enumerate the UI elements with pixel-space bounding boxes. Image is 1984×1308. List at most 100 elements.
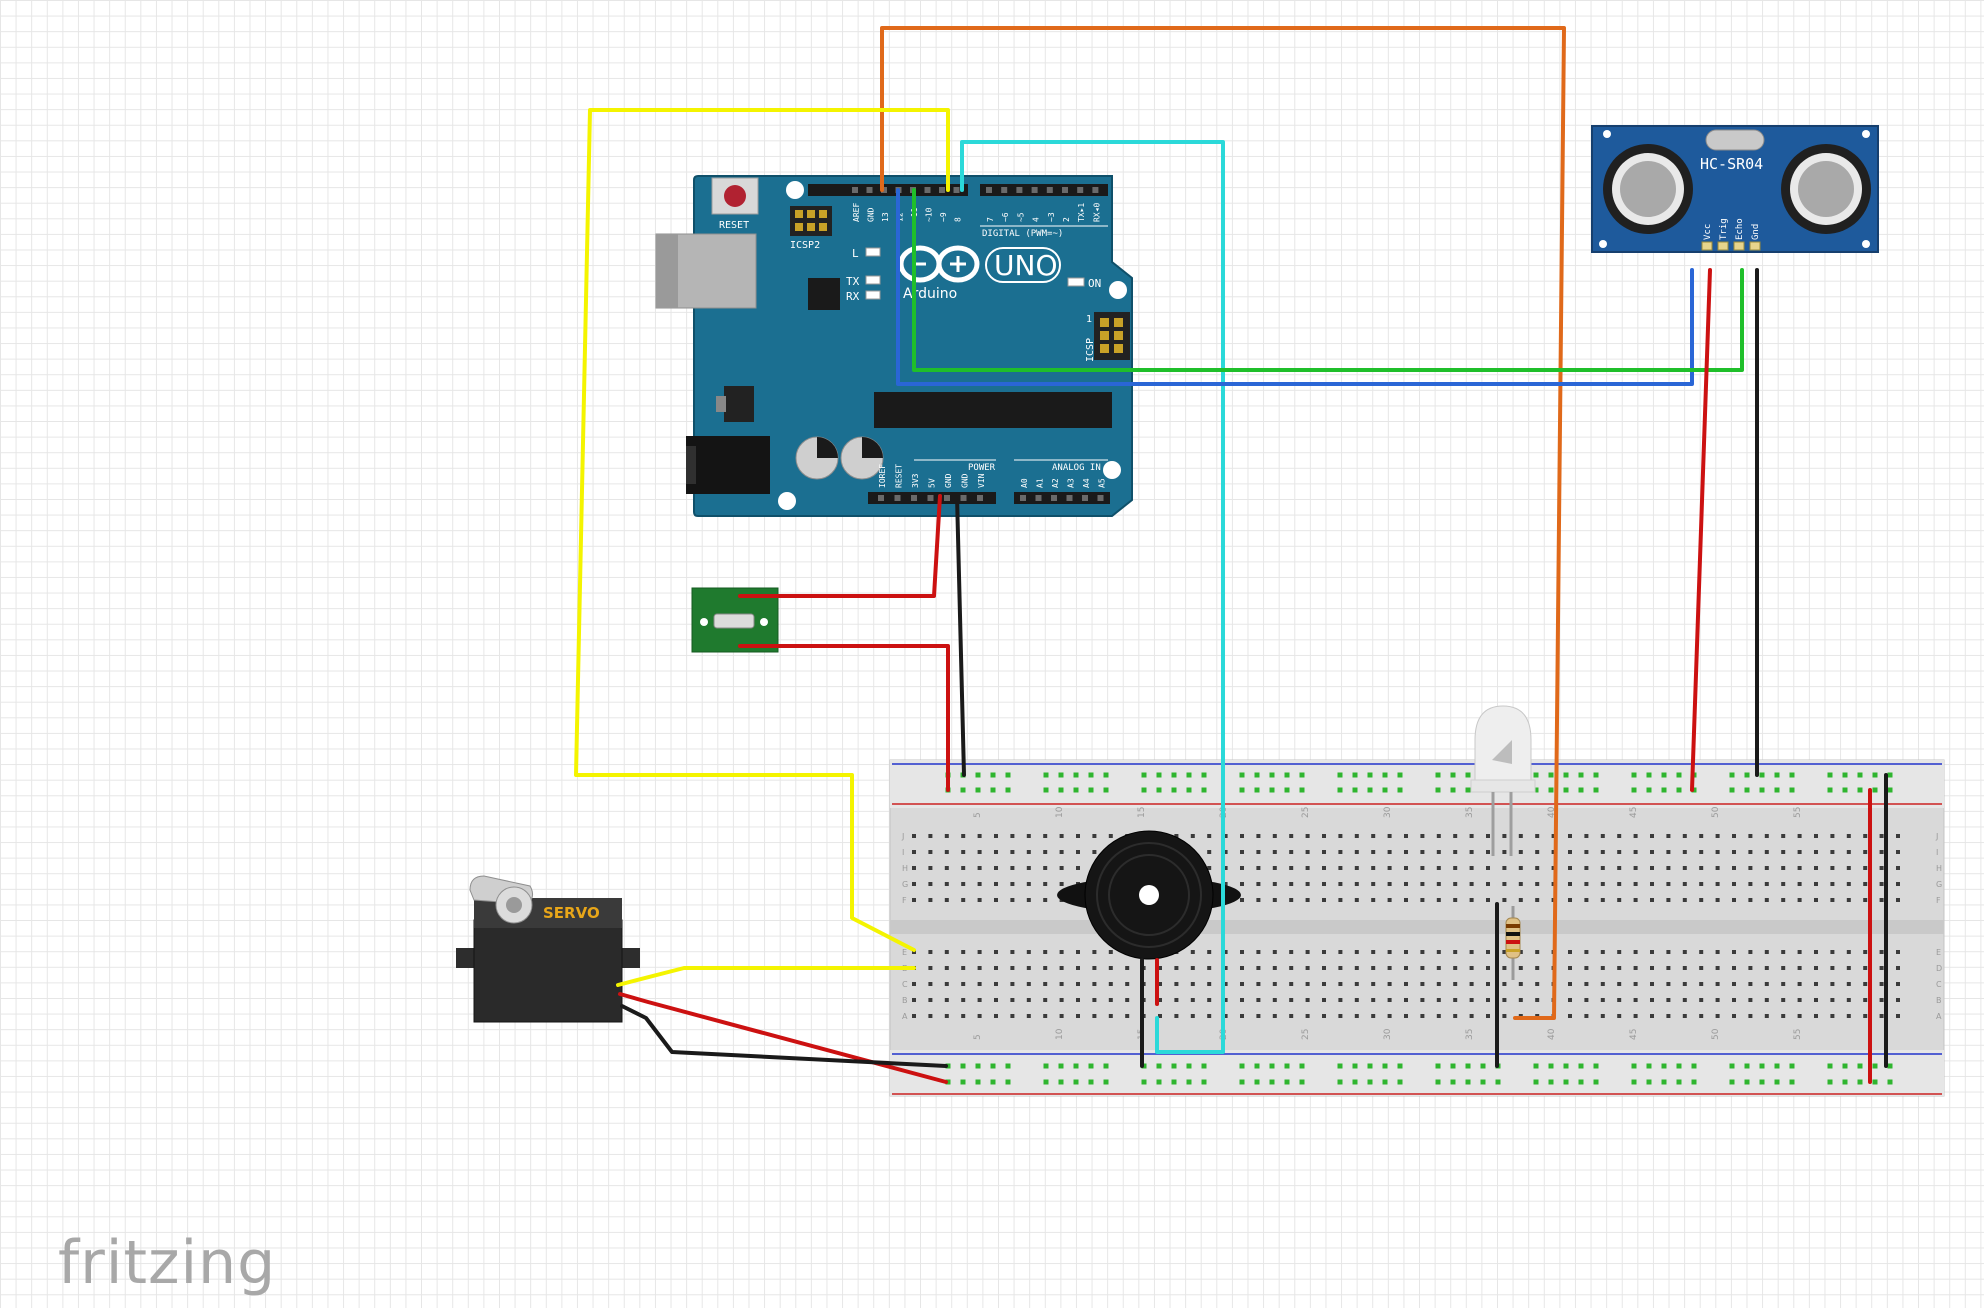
- breadboard-hole: [1322, 998, 1326, 1002]
- breadboard-hole: [1272, 950, 1277, 954]
- breadboard-hole: [1781, 882, 1786, 886]
- breadboard-hole: [1486, 998, 1490, 1002]
- breadboard-hole: [1699, 998, 1704, 1002]
- breadboard-hole: [1371, 982, 1376, 986]
- sensor-pin-label: Echo: [1735, 218, 1745, 240]
- breadboard-hole: [1256, 966, 1261, 970]
- row-letter: J: [901, 832, 904, 841]
- breadboard-hole: [1387, 966, 1392, 970]
- row-letter: H: [902, 864, 908, 873]
- breadboard-hole: [1600, 882, 1605, 886]
- breadboard-hole: [1371, 882, 1376, 886]
- breadboard-hole: [1896, 998, 1900, 1002]
- breadboard-hole: [1682, 834, 1687, 838]
- breadboard-hole: [1387, 850, 1392, 854]
- breadboard-hole: [944, 998, 949, 1002]
- breadboard-hole: [1207, 966, 1212, 970]
- rail-hole: [1759, 787, 1765, 793]
- breadboard-hole: [1059, 834, 1064, 838]
- model-label: UNO: [994, 249, 1057, 282]
- rail-hole: [1842, 1063, 1848, 1069]
- rail-hole: [1186, 787, 1192, 793]
- rail-hole: [1563, 1079, 1569, 1085]
- breadboard-hole: [1584, 866, 1589, 870]
- uno-badge: [985, 247, 1061, 283]
- breadboard-hole: [1732, 998, 1736, 1002]
- breadboard-hole: [1518, 950, 1523, 954]
- breadboard-hole: [1666, 998, 1671, 1002]
- breadboard-hole: [1240, 998, 1244, 1002]
- row-letter: F: [902, 896, 907, 905]
- breadboard-hole: [1699, 898, 1704, 902]
- breadboard-hole: [1600, 1014, 1605, 1018]
- breadboard-hole: [1436, 898, 1441, 902]
- mounting-hole: [778, 492, 796, 510]
- rail-hole: [1171, 787, 1177, 793]
- rail-hole: [1103, 772, 1109, 778]
- rail-hole: [1857, 1063, 1863, 1069]
- breadboard-hole: [1207, 1014, 1212, 1018]
- header-pin: [1077, 187, 1084, 193]
- breadboard-hole: [928, 898, 933, 902]
- breadboard-hole: [1076, 998, 1080, 1002]
- column-number: 5: [973, 1034, 983, 1040]
- rail-hole: [1661, 787, 1667, 793]
- servo-label: SERVO: [543, 904, 600, 922]
- breadboard-hole: [1535, 834, 1540, 838]
- rail-hole: [1337, 787, 1343, 793]
- digital-pin-label: 7: [986, 217, 995, 222]
- rail-hole: [1156, 772, 1162, 778]
- breadboard-hole: [994, 898, 998, 902]
- breadboard-hole: [1076, 850, 1080, 854]
- breadboard-hole: [1814, 998, 1818, 1002]
- breadboard-hole: [1633, 982, 1638, 986]
- digital-pin-label: 8: [954, 217, 963, 222]
- breadboard-hole: [1404, 950, 1408, 954]
- column-number: 40: [1547, 806, 1557, 818]
- rail-hole: [1827, 1063, 1833, 1069]
- row-letter: C: [1936, 980, 1942, 989]
- breadboard-hole: [1207, 950, 1212, 954]
- header-pin: [1016, 187, 1023, 193]
- breadboard-hole: [1026, 998, 1031, 1002]
- breadboard-hole: [1469, 834, 1474, 838]
- breadboard-hole: [1600, 950, 1605, 954]
- row-letter: E: [1936, 948, 1941, 957]
- rail-hole: [1548, 1079, 1554, 1085]
- power-pin-label: 3V3: [911, 473, 920, 488]
- breadboard-hole: [1043, 850, 1048, 854]
- breadboard-hole: [1486, 866, 1490, 870]
- header-pin: [1092, 187, 1099, 193]
- breadboard-hole: [1748, 850, 1753, 854]
- breadboard-hole: [977, 950, 982, 954]
- breadboard-hole: [1748, 950, 1753, 954]
- breadboard-hole: [1305, 898, 1310, 902]
- breadboard-hole: [1092, 966, 1097, 970]
- rail-hole: [1887, 1079, 1893, 1085]
- breadboard-hole: [994, 882, 998, 886]
- header-pin: [1051, 495, 1057, 501]
- breadboard-hole: [1453, 950, 1458, 954]
- column-number: 5: [973, 812, 983, 818]
- breadboard-hole: [1092, 950, 1097, 954]
- rail-hole: [1661, 1079, 1667, 1085]
- breadboard-hole: [1797, 850, 1802, 854]
- breadboard-hole: [1076, 1014, 1080, 1018]
- column-number: 45: [1629, 807, 1639, 818]
- breadboard-hole: [1617, 998, 1622, 1002]
- mounting-hole: [786, 181, 804, 199]
- breadboard-hole: [1092, 1014, 1097, 1018]
- breadboard-hole: [1272, 898, 1277, 902]
- breadboard-hole: [944, 834, 949, 838]
- breadboard-hole: [912, 850, 916, 854]
- breadboard-hole: [1846, 1014, 1851, 1018]
- breadboard-hole: [1764, 982, 1769, 986]
- breadboard-hole: [1814, 950, 1818, 954]
- breadboard-hole: [1486, 1014, 1490, 1018]
- wire-green: [912, 188, 1744, 372]
- rail-hole: [960, 1063, 966, 1069]
- breadboard-hole: [1568, 950, 1572, 954]
- breadboard-hole: [1535, 850, 1540, 854]
- rail-hole: [1774, 1079, 1780, 1085]
- breadboard-hole: [1125, 1014, 1130, 1018]
